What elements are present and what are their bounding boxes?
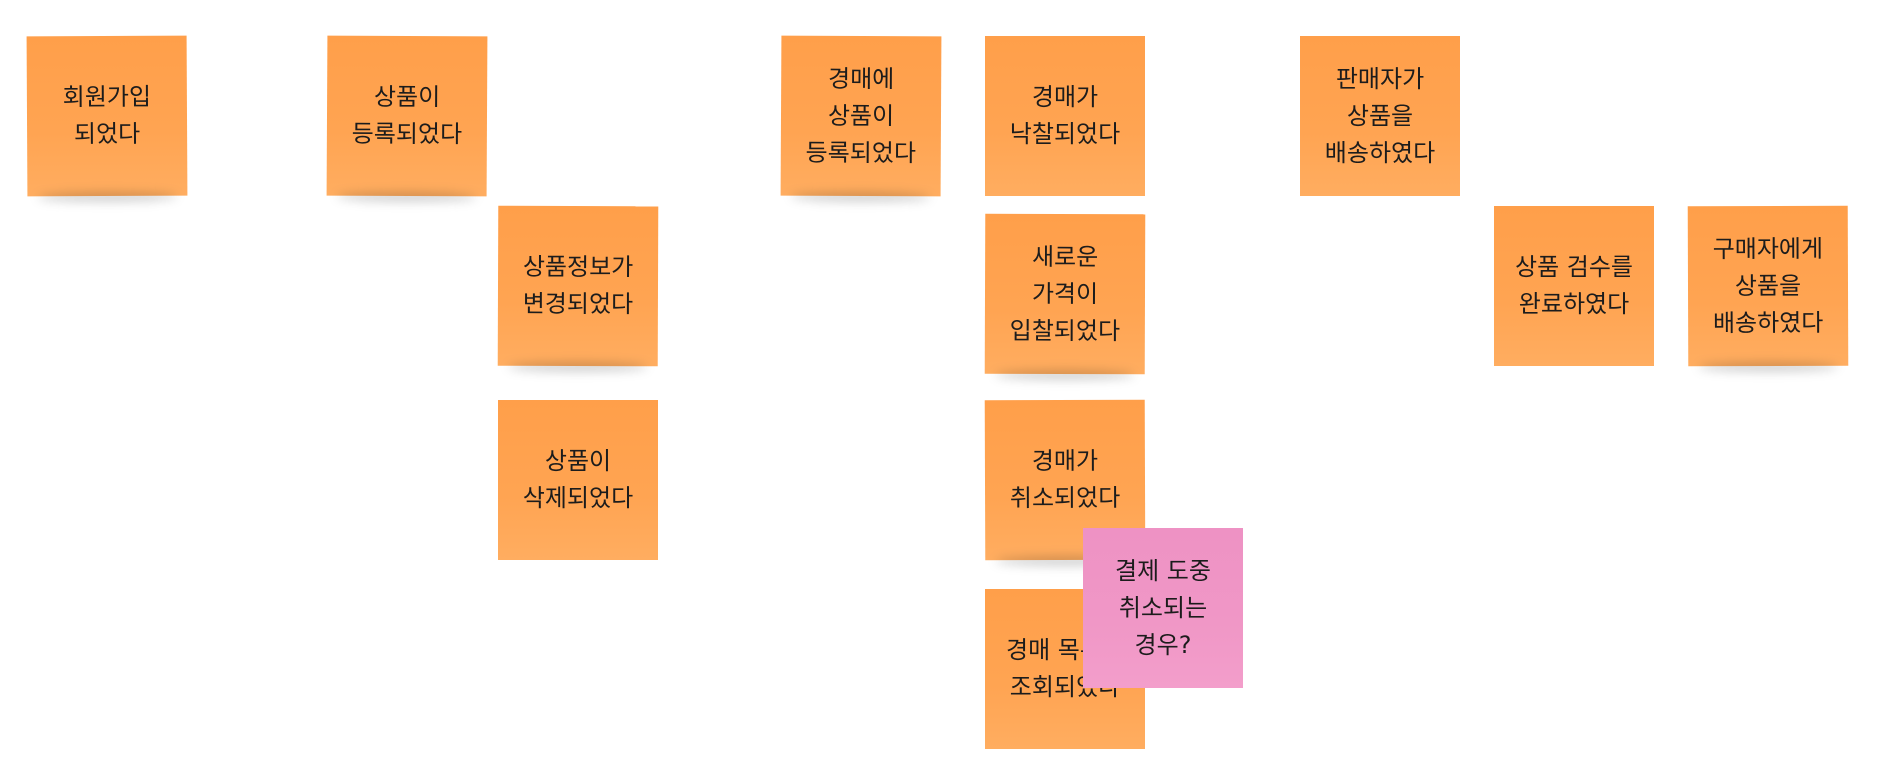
sticky-note-payment-cancel-question[interactable]: 결제 도중 취소되는 경우? — [1083, 528, 1243, 688]
sticky-note-text: 상품이 등록되었다 — [351, 82, 463, 149]
sticky-note-text: 경매가 낙찰되었다 — [1009, 83, 1121, 148]
sticky-note-text: 상품정보가 변경되었다 — [522, 252, 634, 319]
sticky-note-text: 새로운 가격이 입찰되었다 — [1009, 242, 1121, 345]
sticky-note-product-registered[interactable]: 상품이 등록되었다 — [326, 35, 488, 197]
sticky-note-auction-won[interactable]: 경매가 낙찰되었다 — [985, 36, 1145, 196]
sticky-note-text: 상품이 삭제되었다 — [522, 447, 634, 512]
sticky-note-seller-shipped[interactable]: 판매자가 상품을 배송하였다 — [1300, 36, 1460, 196]
sticky-note-text: 판매자가 상품을 배송하였다 — [1324, 64, 1436, 167]
sticky-note-text: 경매에 상품이 등록되었다 — [805, 64, 917, 167]
sticky-note-auction-product-registered[interactable]: 경매에 상품이 등록되었다 — [780, 35, 942, 197]
sticky-note-signup[interactable]: 회원가입 되었다 — [26, 35, 188, 197]
sticky-note-text: 구매자에게 상품을 배송하였다 — [1712, 234, 1824, 337]
sticky-note-shipped-to-buyer[interactable]: 구매자에게 상품을 배송하였다 — [1687, 205, 1849, 367]
sticky-note-product-info-changed[interactable]: 상품정보가 변경되었다 — [497, 205, 659, 367]
sticky-note-inspection-complete[interactable]: 상품 검수를 완료하였다 — [1494, 206, 1654, 366]
sticky-note-text: 결제 도중 취소되는 경우? — [1115, 556, 1211, 659]
sticky-note-text: 회원가입 되었다 — [62, 82, 152, 149]
sticky-note-text: 경매가 취소되었다 — [1009, 446, 1121, 513]
sticky-note-new-price-bid[interactable]: 새로운 가격이 입찰되었다 — [984, 213, 1146, 375]
sticky-note-product-deleted[interactable]: 상품이 삭제되었다 — [498, 400, 658, 560]
sticky-note-text: 상품 검수를 완료하였다 — [1514, 253, 1634, 318]
